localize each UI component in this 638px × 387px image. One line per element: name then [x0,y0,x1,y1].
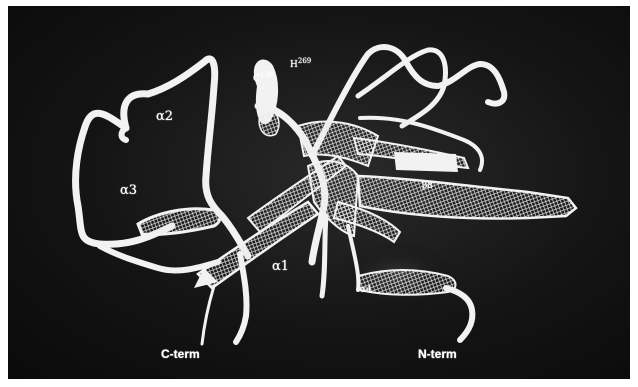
coil-c-term-2 [202,286,214,344]
label-alpha1: α1 [272,260,289,273]
label-c-term: C-term [161,348,200,360]
protein-structure-image: α2 α3 α1 α4 β8 C138 H269 C-term N-term [8,6,630,379]
coil-n-term [446,288,472,340]
label-alpha4: α4 [360,286,372,295]
helix-alpha4 [358,270,456,295]
strand-beta8 [358,176,576,219]
label-cys138: C138 [253,72,273,84]
label-his269: H269 [290,58,311,70]
helix-alpha3 [138,209,220,235]
label-n-term: N-term [418,348,457,360]
box-domain [394,152,458,172]
ribbon-diagram [8,6,630,379]
label-alpha2: α2 [156,110,173,123]
coil-alpha2-tip [122,128,127,140]
label-alpha3: α3 [120,184,137,197]
cys138-mesh [259,110,279,136]
coil-bottom-left [100,246,218,270]
label-beta8: β8 [422,182,433,191]
